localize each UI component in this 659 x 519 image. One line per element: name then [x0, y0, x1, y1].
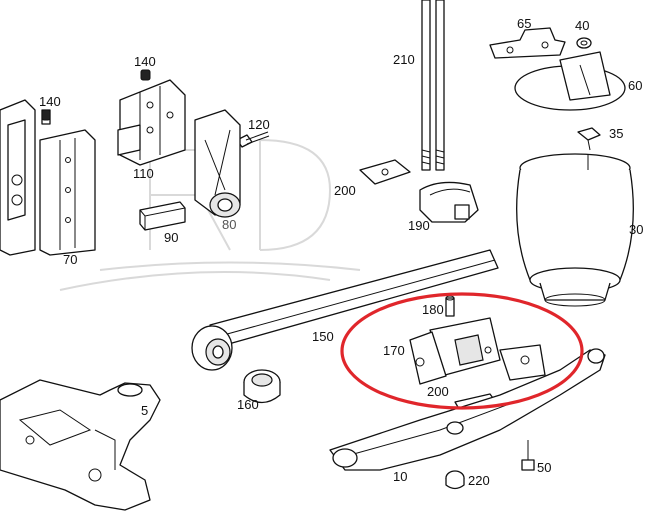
part-60-top-plate	[514, 51, 626, 111]
label-10: 10	[393, 469, 408, 484]
label-50: 50	[537, 460, 552, 475]
part-210-u-bolts	[421, 0, 445, 171]
part-70-frame-bracket	[0, 99, 96, 256]
part-170-mounting-plate	[409, 317, 501, 385]
label-180: 180	[422, 302, 444, 317]
part-180-pin	[445, 295, 455, 317]
label-40: 40	[575, 18, 590, 33]
part-140-nut-left	[41, 109, 51, 121]
label-210: 210	[393, 52, 415, 67]
label-150: 150	[312, 329, 334, 344]
label-65: 65	[517, 16, 532, 31]
part-30-air-spring	[516, 153, 634, 307]
part-5-axle-carrier	[0, 379, 161, 511]
part-150-leaf-spring	[191, 249, 499, 371]
part-200-upper-plate	[359, 159, 411, 185]
label-220: 220	[468, 473, 490, 488]
label-190: 190	[408, 218, 430, 233]
label-140-top: 140	[134, 54, 156, 69]
label-90: 90	[164, 230, 179, 245]
highlight-ellipse	[340, 292, 584, 410]
label-30: 30	[629, 222, 644, 237]
part-65-bracket	[489, 27, 566, 59]
part-80-spring-hanger	[194, 109, 241, 218]
label-5: 5	[141, 403, 149, 418]
part-190-bump-stop	[419, 181, 479, 223]
label-60: 60	[628, 78, 643, 93]
part-110-bracket	[117, 69, 186, 166]
label-170: 170	[383, 343, 405, 358]
label-200-upper: 200	[334, 183, 356, 198]
label-35: 35	[609, 126, 624, 141]
label-110: 110	[133, 166, 154, 181]
label-160: 160	[237, 397, 259, 412]
part-10-axle-bracket	[329, 344, 606, 471]
part-40-nut	[576, 37, 592, 49]
label-70: 70	[63, 252, 78, 267]
part-90-block	[139, 201, 186, 231]
label-120: 120	[248, 117, 270, 132]
part-50-bolt	[521, 440, 535, 471]
label-80: 80	[222, 217, 237, 232]
label-200-lower: 200	[427, 384, 449, 399]
part-35-clip	[577, 127, 601, 151]
part-160-bushing	[243, 369, 281, 404]
label-140-left: 140	[39, 94, 61, 109]
part-220-nut	[445, 470, 465, 490]
